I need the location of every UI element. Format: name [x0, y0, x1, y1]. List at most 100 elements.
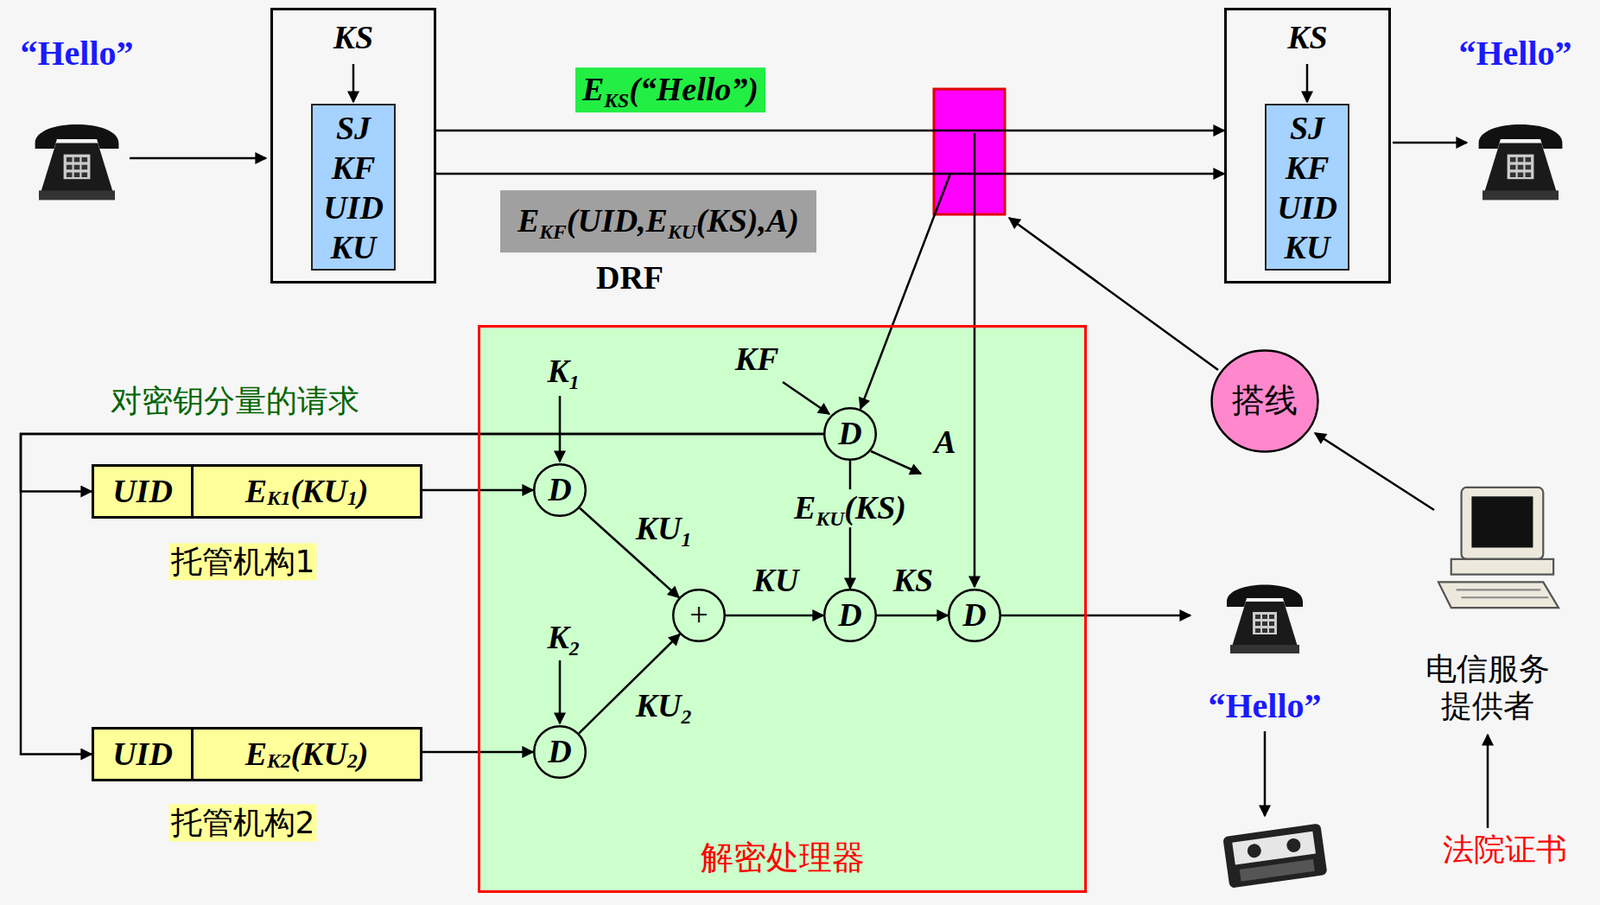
text-part: 搭线: [1231, 380, 1298, 420]
text-part: KU: [330, 228, 377, 266]
node-text: UID: [323, 187, 384, 228]
text-part: A: [933, 423, 956, 460]
edge-label: KU1: [635, 509, 693, 548]
text-part: E: [582, 70, 604, 108]
node-text: KU: [330, 227, 377, 267]
edge-label: EKF(UID,EKU(KS),A): [500, 190, 817, 253]
decrypt-circle: D: [533, 724, 587, 779]
node-text: KS: [1287, 19, 1327, 58]
label: K2: [546, 618, 579, 657]
encryption-chip: KSSJKFUIDKU: [270, 7, 437, 284]
text-part: (“Hello”): [628, 70, 759, 108]
text-part: 2: [569, 636, 580, 660]
decrypt-circle: D: [823, 406, 877, 461]
text-part: (KU: [290, 735, 347, 774]
text-part: KU: [753, 561, 800, 598]
text-part: 2: [681, 704, 693, 728]
text-part: KS: [893, 561, 934, 598]
text-part: K: [546, 618, 569, 655]
node-text: D: [838, 414, 862, 453]
text-part: 托管机构2: [171, 804, 316, 840]
text-part: (KS),A): [696, 202, 800, 239]
decrypt-circle: D: [947, 588, 1002, 642]
label: K1: [546, 352, 579, 391]
edge-label: KU2: [635, 686, 693, 725]
text-part: KS: [1287, 19, 1327, 56]
escrow-record: UIDEK2(KU2): [91, 726, 423, 781]
connector: [725, 614, 824, 617]
decryption-processor: 解密处理器DD+DDD: [477, 324, 1087, 893]
leader-arrow: [1001, 614, 1191, 617]
node-text: 搭线: [1231, 380, 1298, 421]
text-part: KU: [667, 220, 697, 243]
text-part: K: [546, 352, 569, 389]
telephone-icon: [35, 124, 120, 200]
text-part: KU: [635, 509, 682, 547]
text-part: UID: [112, 472, 173, 511]
text-part: K2: [266, 749, 291, 773]
edge-label: KU: [753, 561, 800, 600]
leader-arrow: [1486, 734, 1490, 828]
text-part: “Hello”: [19, 33, 134, 73]
label: 托管机构2: [169, 803, 318, 841]
label: A: [933, 423, 956, 462]
leader-arrow: [558, 660, 562, 724]
escrow-record: UID EK1(KU1): [91, 463, 423, 519]
edge-label: EKS(“Hello”): [575, 67, 766, 113]
node-text: KF: [1285, 147, 1330, 188]
circle-outline: [1212, 349, 1319, 451]
node-text: KF: [331, 147, 376, 188]
leader-arrow: [870, 450, 921, 474]
node-text: EK1(KU1): [193, 466, 420, 516]
decrypt-circle: D: [823, 588, 877, 642]
node-text: D: [547, 732, 572, 771]
text-part: 1: [347, 486, 358, 510]
text-part: D: [838, 596, 862, 633]
chip-register: SJKFUIDKU: [311, 103, 396, 271]
connector: [876, 614, 948, 617]
text-part: (UID,E: [566, 202, 668, 239]
label: KF: [735, 340, 780, 379]
circle-outline: [533, 725, 586, 778]
text-part: D: [547, 732, 572, 769]
text-part: SJ: [1289, 109, 1325, 147]
text-part: KU: [1284, 228, 1331, 266]
node-text: 解密处理器: [700, 838, 865, 878]
text-part: E: [245, 472, 267, 511]
circle-outline: [533, 463, 586, 516]
tape-icon: [1222, 822, 1327, 888]
label: 对密钥分量的请求: [110, 381, 360, 420]
node-text: KU: [1284, 227, 1331, 267]
leader-arrow: [1263, 730, 1267, 816]
label: DRF: [596, 259, 664, 298]
encryption-chip: KS SJKFUIDKU: [1224, 7, 1391, 284]
chip-register: SJKFUIDKU: [1264, 103, 1350, 271]
node-text: UID: [1276, 187, 1338, 228]
leader-arrow: [558, 395, 562, 462]
text-part: ): [357, 472, 369, 511]
text-part: KF: [331, 149, 376, 186]
node-text: +: [689, 596, 708, 635]
connector: [20, 433, 824, 755]
text-part: 2: [347, 749, 358, 773]
node-text: SJ: [1289, 107, 1325, 148]
node-text: UID: [94, 729, 194, 779]
text-part: D: [838, 414, 862, 451]
connector: [436, 172, 1225, 176]
text-part: SJ: [336, 109, 371, 147]
text-part: +: [689, 596, 708, 633]
text-part: 对密钥分量的请求: [110, 382, 360, 419]
edge-label: KS: [893, 561, 934, 600]
text-part: 解密处理器: [700, 838, 865, 877]
text-part: 电信服务 提供者: [1425, 650, 1550, 724]
wiretap-circle: 搭线: [1209, 348, 1321, 454]
text-part: (KS): [844, 488, 907, 526]
leader-arrow: [129, 157, 267, 160]
processor-ground: [477, 324, 1087, 893]
text-part: KF: [539, 220, 566, 243]
node-text: D: [838, 596, 862, 635]
text-part: UID: [1276, 189, 1338, 226]
edge-label: EKU(KS): [790, 488, 910, 527]
leader-arrow: [1314, 432, 1435, 510]
